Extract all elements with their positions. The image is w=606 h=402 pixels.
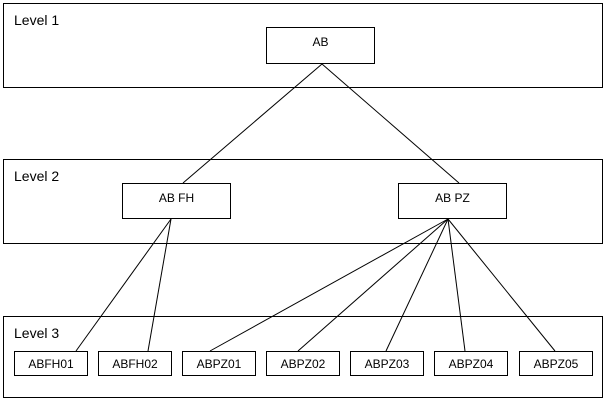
node-abfh01: ABFH01 [14, 351, 88, 376]
node-abpz05-label: ABPZ05 [533, 356, 579, 371]
node-abfh01-label: ABFH01 [28, 356, 74, 371]
node-abfh02-label: ABFH02 [112, 356, 158, 371]
node-ab-fh-label: AB FH [158, 191, 195, 205]
node-abpz03-label: ABPZ03 [364, 356, 410, 371]
level-1-label: Level 1 [14, 12, 60, 28]
node-ab-fh: AB FH [122, 183, 231, 219]
node-abpz03: ABPZ03 [350, 351, 424, 376]
node-ab: AB [266, 27, 375, 64]
node-abpz05: ABPZ05 [519, 351, 593, 376]
node-abpz01: ABPZ01 [182, 351, 256, 376]
level-3-label: Level 3 [14, 325, 60, 341]
level-2-band: Level 2 [3, 159, 603, 244]
node-ab-pz: AB PZ [398, 183, 507, 219]
node-abpz02-label: ABPZ02 [280, 356, 326, 371]
node-abpz04-label: ABPZ04 [448, 356, 494, 371]
level-2-label: Level 2 [14, 168, 60, 184]
node-abpz01-label: ABPZ01 [196, 356, 242, 371]
node-abfh02: ABFH02 [98, 351, 172, 376]
node-abpz02: ABPZ02 [266, 351, 340, 376]
node-abpz04: ABPZ04 [434, 351, 508, 376]
node-ab-label: AB [312, 35, 329, 49]
node-ab-pz-label: AB PZ [435, 191, 470, 205]
